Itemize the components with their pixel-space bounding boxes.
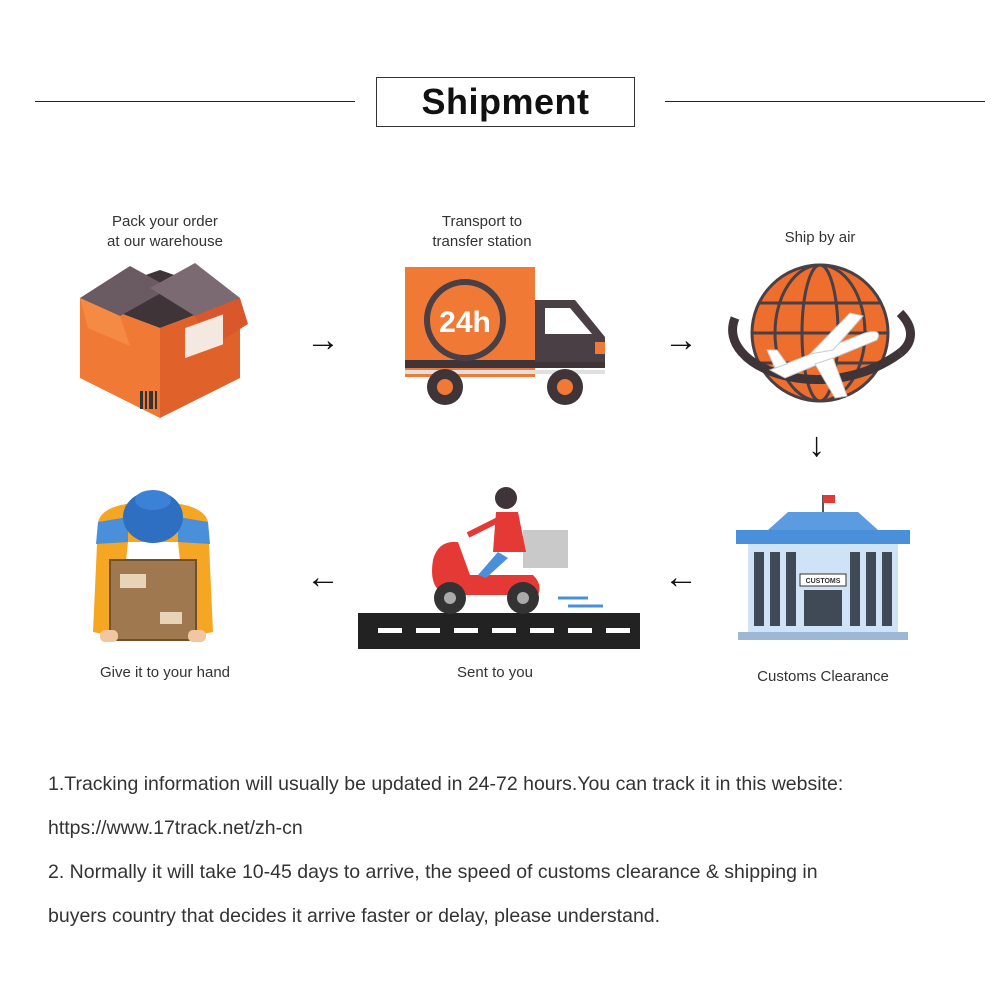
step-label-sent-line1: Sent to you xyxy=(457,664,533,681)
box-icon xyxy=(80,263,248,418)
arrow-scooter-to-hand: ← xyxy=(306,558,340,596)
step-label-sent: Sent to you xyxy=(410,663,580,683)
delivery-person-icon xyxy=(93,490,213,642)
truck-24h-badge: 24h xyxy=(439,306,491,339)
customs-sign: CUSTOMS xyxy=(806,578,841,585)
step-label-transport-line2: transfer station xyxy=(432,233,532,250)
arrow-air-to-customs: ↓ xyxy=(808,426,825,464)
scooter-courier-icon xyxy=(358,487,640,649)
note-line-4: buyers country that decides it arrive fa… xyxy=(48,905,661,927)
title-box: Shipment xyxy=(376,77,635,127)
header-rule-left xyxy=(35,101,355,102)
step-label-hand: Give it to your hand xyxy=(70,663,260,683)
header-rule-right xyxy=(665,101,985,102)
arrow-customs-to-scooter: ← xyxy=(664,558,698,596)
customs-building-icon: CUSTOMS xyxy=(736,495,910,640)
globe-plane-icon xyxy=(728,263,915,403)
step-label-pack: Pack your order at our warehouse xyxy=(75,212,255,252)
step-label-air: Ship by air xyxy=(740,228,900,248)
step-label-customs: Customs Clearance xyxy=(733,667,913,687)
arrow-truck-to-air: → xyxy=(664,321,698,359)
shipping-notes: 1.Tracking information will usually be u… xyxy=(48,762,978,938)
step-label-transport: Transport to transfer station xyxy=(392,212,572,252)
note-tracking-url[interactable]: https://www.17track.net/zh-cn xyxy=(48,817,303,839)
page-title: Shipment xyxy=(421,81,590,122)
note-line-3: 2. Normally it will take 10-45 days to a… xyxy=(48,861,818,883)
step-label-customs-line1: Customs Clearance xyxy=(757,668,889,685)
step-label-transport-line1: Transport to xyxy=(441,213,523,230)
step-label-pack-line2: at our warehouse xyxy=(107,233,223,250)
step-label-hand-line1: Give it to your hand xyxy=(99,664,231,681)
note-line-1: 1.Tracking information will usually be u… xyxy=(48,773,844,795)
step-label-air-line1: Ship by air xyxy=(784,229,856,246)
truck-icon: 24h xyxy=(405,267,605,405)
step-label-pack-line1: Pack your order xyxy=(112,213,218,230)
arrow-pack-to-truck: → xyxy=(306,321,340,359)
